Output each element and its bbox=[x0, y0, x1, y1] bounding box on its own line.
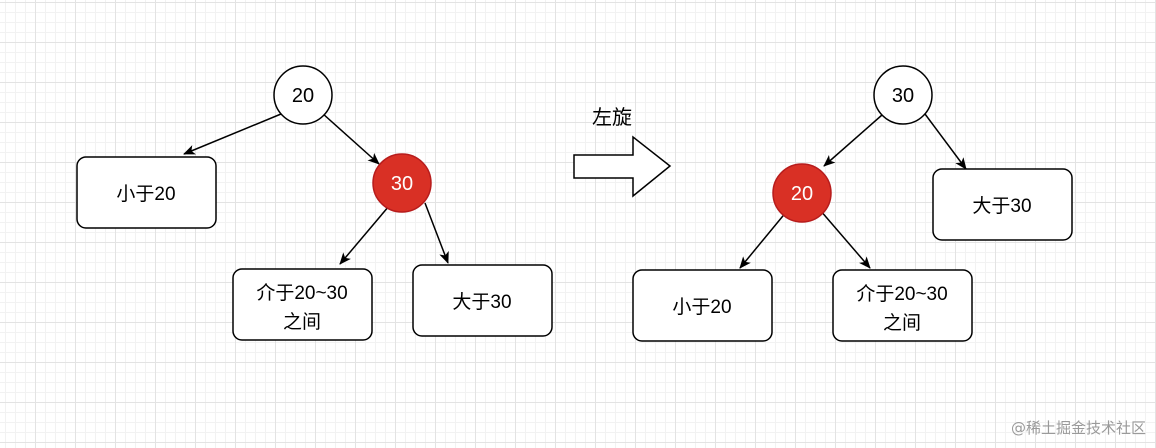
after-tree: 30 20 大于30 小于20 介于20~30 之间 bbox=[632, 65, 1073, 342]
before-red-label: 30 bbox=[391, 173, 413, 195]
after-red-node: 20 bbox=[772, 163, 832, 223]
edge-before-root-to-red-node bbox=[321, 112, 380, 165]
after-less-label: 小于20 bbox=[672, 296, 731, 318]
before-greater-label: 大于30 bbox=[452, 291, 511, 313]
before-less-box: 小于20 bbox=[76, 156, 217, 229]
before-root-label: 20 bbox=[292, 85, 314, 107]
edge-before-red-to-greater-box bbox=[424, 202, 449, 264]
after-greater-label: 大于30 bbox=[972, 195, 1031, 217]
before-between-label-line2: 之间 bbox=[283, 311, 321, 333]
before-root-node: 20 bbox=[273, 65, 333, 125]
edge-after-root-to-greater-box bbox=[924, 113, 967, 170]
after-greater-box: 大于30 bbox=[932, 168, 1073, 241]
after-root-label: 30 bbox=[892, 85, 914, 107]
before-greater-box: 大于30 bbox=[412, 264, 553, 337]
after-less-box: 小于20 bbox=[632, 269, 773, 342]
after-between-box: 介于20~30 之间 bbox=[832, 269, 973, 342]
edge-before-red-to-between-box bbox=[339, 205, 390, 265]
before-tree: 20 30 小于20 介于20~30 之间 大于30 bbox=[76, 65, 553, 341]
right-arrow-icon bbox=[573, 135, 672, 198]
edge-after-red-to-between-box bbox=[819, 209, 871, 269]
after-between-label-line2: 之间 bbox=[883, 312, 921, 334]
before-between-box: 介于20~30 之间 bbox=[232, 268, 373, 341]
operation-label: 左旋 bbox=[592, 106, 632, 129]
edge-after-root-to-red-node bbox=[823, 114, 883, 167]
before-less-label: 小于20 bbox=[116, 183, 175, 205]
rotation-operation: 左旋 bbox=[573, 106, 672, 198]
watermark-text: @稀土掘金技术社区 bbox=[1010, 419, 1146, 437]
edge-after-red-to-less-box bbox=[739, 210, 788, 269]
after-between-label-line1: 介于20~30 bbox=[856, 283, 947, 305]
after-root-node: 30 bbox=[873, 65, 933, 125]
after-red-label: 20 bbox=[791, 183, 813, 205]
edge-before-root-to-left-box bbox=[183, 113, 282, 155]
before-red-node: 30 bbox=[372, 153, 432, 213]
before-between-label-line1: 介于20~30 bbox=[256, 282, 347, 304]
